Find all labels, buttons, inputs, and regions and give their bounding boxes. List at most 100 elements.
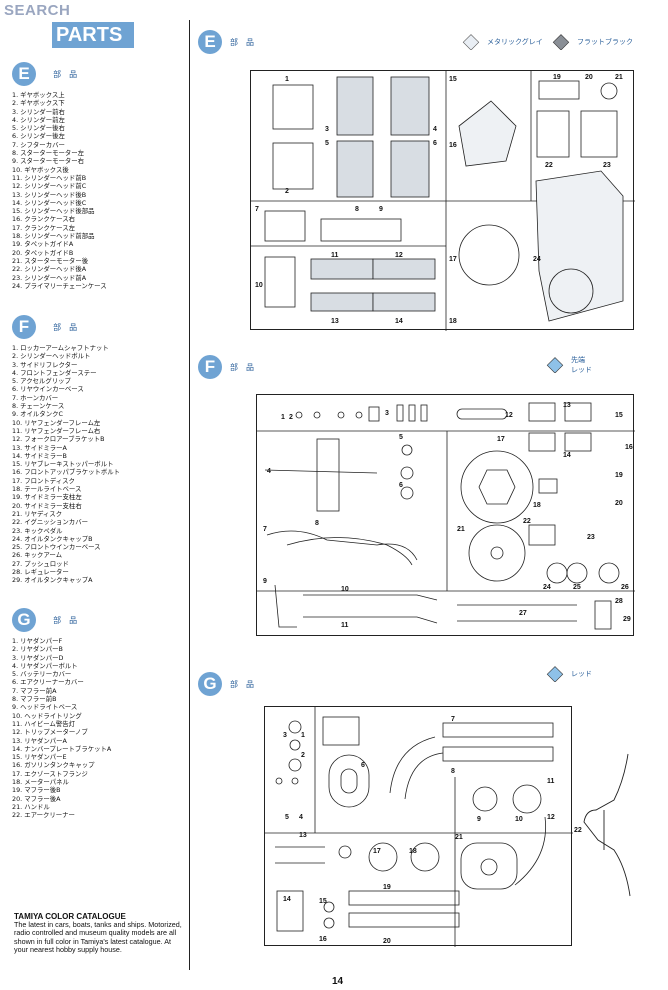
svg-text:10: 10 [255, 282, 263, 289]
svg-text:19: 19 [553, 74, 561, 81]
svg-text:16: 16 [319, 936, 327, 943]
part-list-item: 8. スターターモーター左 [12, 149, 85, 158]
column-divider [189, 20, 190, 970]
legend-red-tip: 先端 レッド [546, 355, 592, 375]
svg-text:3: 3 [283, 732, 287, 739]
svg-text:1: 1 [301, 732, 305, 739]
svg-text:14: 14 [395, 318, 403, 325]
part-list-item: 9. ヘッドライトベース [12, 703, 78, 712]
svg-text:3: 3 [325, 126, 329, 133]
part-list-item: 15. リヤダンパーE [12, 753, 67, 762]
svg-text:18: 18 [409, 848, 417, 855]
svg-text:19: 19 [615, 472, 623, 479]
svg-text:22: 22 [523, 518, 531, 525]
part-list-item: 21. ハンドル [12, 802, 50, 811]
svg-text:7: 7 [255, 206, 259, 213]
svg-text:9: 9 [379, 206, 383, 213]
section-badge-f: F [198, 355, 222, 379]
part-list-item: 7. マフラー前A [12, 686, 57, 695]
part-list-item: 6. シリンダー後左 [12, 132, 65, 141]
part-list-item: 22. シリンダーヘッド後A [12, 265, 87, 274]
part-list-item: 17. エクゾーストフランジ [12, 769, 88, 778]
metallic-gray-swatch-icon [462, 34, 480, 50]
catalogue-body: The latest in cars, boats, tanks and shi… [14, 920, 182, 955]
svg-text:5: 5 [285, 814, 289, 821]
part-list-item: 2. リヤダンパーB [12, 645, 63, 654]
part-list-item: 23. キックペダル [12, 526, 63, 535]
part-list-item: 21. リヤディスク [12, 509, 63, 518]
svg-text:12: 12 [395, 252, 403, 259]
part-list-item: 16. フロントアッパブラケットボルト [12, 468, 121, 477]
svg-text:26: 26 [621, 584, 629, 591]
part-list-item: 25. フロントウインカーベース [12, 543, 101, 552]
svg-text:8: 8 [451, 768, 455, 775]
svg-text:15: 15 [319, 898, 327, 905]
part-list-item: 1. ロッカーアームシャフトナット [12, 344, 109, 352]
parts-banner: PARTS [52, 22, 134, 48]
part-list-item: 1. ギヤボックス上 [12, 91, 65, 99]
svg-text:13: 13 [563, 402, 571, 409]
svg-text:15: 15 [615, 412, 623, 419]
part-list-item: 27. プッシュロッド [12, 559, 69, 568]
part-list-item: 7. ホーンカバー [12, 393, 59, 402]
svg-text:15: 15 [449, 76, 457, 83]
part-list-item: 16. ガソリンタンクキャップ [12, 761, 95, 770]
svg-text:17: 17 [449, 256, 457, 263]
group-title-g: 部 品 [53, 615, 78, 625]
svg-text:14: 14 [283, 896, 291, 903]
section-header-g: G 部 品 [198, 672, 254, 696]
part-list-item: 11. ハイビーム警告灯 [12, 719, 75, 728]
svg-text:6: 6 [433, 140, 437, 147]
group-title-e: 部 品 [53, 69, 78, 79]
svg-text:21: 21 [455, 834, 463, 841]
part-list-item: 3. リヤダンパーD [12, 653, 64, 662]
part-list-item: 19. サイドミラー支柱左 [12, 493, 82, 502]
svg-text:19: 19 [383, 884, 391, 891]
part-list-item: 4. フロントフェンダーステー [12, 368, 97, 377]
part-list-item: 14. ナンバープレートブラケットA [12, 744, 112, 753]
legend-red: レッド [546, 666, 592, 682]
svg-text:16: 16 [625, 444, 633, 451]
part-list-item: 4. シリンダー前左 [12, 115, 65, 124]
part-list-item: 1. リヤダンパーF [12, 637, 63, 645]
part-list-item: 24. プライマリーチェーンケース [12, 281, 107, 290]
part-list-item: 5. シリンダー後右 [12, 124, 65, 133]
svg-text:27: 27 [519, 610, 527, 617]
group-badge-f: F [12, 315, 36, 339]
svg-text:20: 20 [383, 938, 391, 945]
part-list-item: 20. サイドミラー支柱右 [12, 501, 82, 510]
part-list-item: 10. リヤフェンダーフレーム左 [12, 418, 101, 427]
svg-text:10: 10 [515, 816, 523, 823]
part-list-item: 13. シリンダーヘッド後B [12, 190, 87, 199]
svg-text:12: 12 [547, 814, 555, 821]
svg-text:12: 12 [505, 412, 513, 419]
svg-text:24: 24 [533, 256, 541, 263]
svg-text:6: 6 [361, 762, 365, 769]
red-swatch-icon [546, 666, 564, 682]
svg-text:10: 10 [341, 586, 349, 593]
svg-text:11: 11 [547, 778, 555, 785]
legend-flat-black: フラットブラック [552, 34, 633, 50]
red-tip-swatch-icon [546, 357, 564, 373]
watermark-logo: SEARCH [4, 2, 70, 19]
svg-text:13: 13 [299, 832, 307, 839]
svg-text:16: 16 [449, 142, 457, 149]
page-number: 14 [332, 976, 344, 987]
svg-text:20: 20 [585, 74, 593, 81]
handlebar-part-drawing: 22 [574, 753, 631, 897]
part-list-item: 19. マフラー後B [12, 786, 61, 795]
svg-text:5: 5 [399, 434, 403, 441]
svg-text:4: 4 [299, 814, 303, 821]
svg-text:17: 17 [373, 848, 381, 855]
part-list-item: 6. リヤウインカーベース [12, 385, 84, 394]
part-list-item: 8. マフラー前B [12, 695, 57, 704]
section-title-f: 部 品 [230, 362, 254, 372]
